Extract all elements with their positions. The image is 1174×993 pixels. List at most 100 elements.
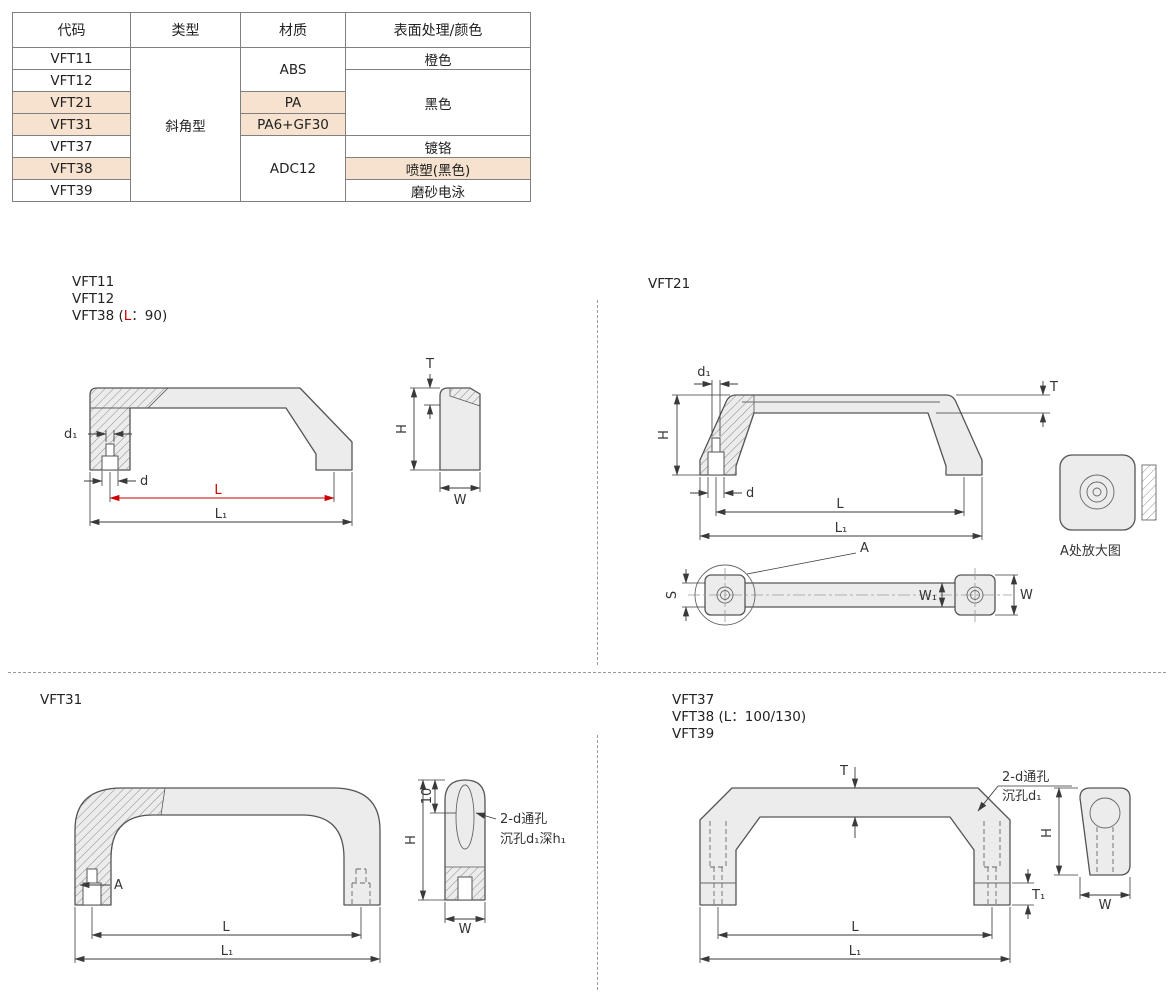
dim-label-w1: W₁ [919,589,937,604]
dim-label-10: 10 [420,788,435,805]
dim-label-l1: L₁ [215,507,227,522]
dim-label-d1: d₁ [697,365,710,380]
vertical-divider-top [597,300,598,665]
col-header-type: 类型 [130,12,241,48]
dim-label-w: W [1099,898,1112,913]
material-cell: PA6+GF30 [240,113,346,136]
vft11-end-view-geometry [439,387,481,471]
title-line: VFT39 [672,726,715,742]
vft11-dimensions: d₁ d L L₁ [64,427,353,526]
col-header-finish: 表面处理/颜色 [345,12,531,48]
material-cell: ADC12 [240,135,346,202]
dim-label-w: W [454,493,467,508]
finish-cell: 磨砂电泳 [345,179,531,202]
code-cell: VFT12 [12,69,131,92]
table-row: VFT31 PA6+GF30 [12,113,531,136]
vft21-side-view-dimensions: d₁ T H d L L₁ [657,365,1058,540]
title-line: VFT21 [648,276,691,292]
table-header-row: 代码 类型 材质 表面处理/颜色 [12,12,531,48]
finish-cell: 黑色 [345,69,531,136]
dim-label-l-red: L [214,483,222,498]
title-line: VFT38 (L：100/130) [672,709,807,725]
table-row: VFT39 磨砂电泳 [12,179,531,202]
finish-cell: 橙色 [345,47,531,70]
dim-label-h: H [404,835,419,845]
dim-label-l1: L₁ [221,944,233,959]
dim-label-h: H [1040,828,1055,838]
finish-cell: 镀铬 [345,135,531,158]
vft37-end-view-dimensions: H W [1040,787,1131,913]
horizontal-divider [8,672,1166,673]
drawing-vft11: d₁ d L L₁ T H W [64,357,481,526]
dim-label-w: W [1020,588,1033,603]
title-line: VFT31 [40,692,83,708]
dim-label-t1: T₁ [1031,888,1045,903]
col-header-material: 材质 [240,12,346,48]
dim-label-w: W [459,922,472,937]
finish-cell: 喷塑(黑色) [345,157,531,180]
vft11-end-view-dimensions: T H W [395,357,481,508]
code-cell: VFT39 [12,179,131,202]
vft31-side-view-geometry [74,787,381,906]
dim-label-s: S [665,591,680,599]
dim-label-l: L [222,920,230,935]
note-through-hole-line2: 沉孔d₁ [1002,789,1041,804]
vft21-side-view-geometry [699,394,983,476]
dim-label-d1: d₁ [64,427,77,442]
dim-label-a: A [114,878,123,893]
vft31-end-view-geometry [444,779,486,901]
table-row: VFT37 ADC12 镀铬 [12,135,531,202]
code-cell: VFT31 [12,113,131,136]
title-text: ：90) [131,308,168,324]
vft21-plan-view-geometry [688,564,1012,626]
dim-label-l1: L₁ [835,521,847,536]
vft11-side-view-geometry [89,387,353,471]
vft37-end-view-geometry [1079,787,1131,876]
title-line: VFT38 (L：90) [72,308,167,325]
code-cell: VFT38 [12,157,131,180]
title-line: VFT11 [72,274,115,290]
vft21-detail-a-view: A处放大图 [1059,454,1157,559]
dim-label-h: H [395,424,410,434]
vft31-dimensions: A L L₁ [74,878,381,963]
code-cell: VFT11 [12,47,131,70]
table-row: VFT11 斜角型 ABS 橙色 [12,47,531,202]
drawing-title-vft11-group: VFT11 VFT12 VFT38 (L：90) [72,274,167,325]
dim-label-d: d [746,486,754,501]
callout-label-a: A [860,541,869,556]
vft21-plan-view-dimensions: A S W₁ W [665,541,1033,621]
code-cell: VFT21 [12,91,131,114]
drawing-title-vft37-group: VFT37 VFT38 (L：100/130) VFT39 [672,692,806,743]
title-text: VFT38 ( [72,308,124,324]
dim-label-l: L [851,920,859,935]
spec-table: 代码 类型 材质 表面处理/颜色 VFT11 斜角型 ABS 橙色 VFT12 … [12,12,531,202]
drawing-title-vft31: VFT31 [40,692,82,709]
type-cell: 斜角型 [130,47,241,202]
title-line: VFT37 [672,692,715,708]
dim-label-t: T [1049,380,1058,395]
dim-label-d: d [140,474,148,489]
table-row: VFT21 PA [12,91,531,114]
col-header-code: 代码 [12,12,131,48]
drawing-vft21: d₁ T H d L L₁ [657,365,1157,626]
note-through-hole-line1: 2-d通孔 [1002,770,1049,785]
drawing-vft37: T 2-d通孔 沉孔d₁ L L₁ T₁ H W [699,764,1131,963]
dim-label-h: H [657,430,672,440]
material-cell: PA [240,91,346,114]
drawing-vft31: A L L₁ H 10 W 2-d通孔 沉孔d₁深h₁ [74,779,566,963]
note-counterbore-line1: 2-d通孔 [500,812,547,827]
dim-label-t: T [839,764,848,779]
drawing-title-vft21: VFT21 [648,276,690,293]
material-cell: ABS [240,47,346,92]
vft31-end-view-dimensions: H 10 W 2-d通孔 沉孔d₁深h₁ [404,779,566,937]
code-cell: VFT37 [12,135,131,158]
dim-label-l: L [836,497,844,512]
vft37-side-view-geometry [699,787,1011,906]
vft37-dimensions: T 2-d通孔 沉孔d₁ L L₁ T₁ [699,764,1072,963]
dim-label-t: T [425,357,434,372]
detail-a-label: A处放大图 [1060,544,1121,559]
dim-label-l1: L₁ [849,944,861,959]
vertical-divider-bottom [597,735,598,990]
title-l-red: L [123,308,132,324]
